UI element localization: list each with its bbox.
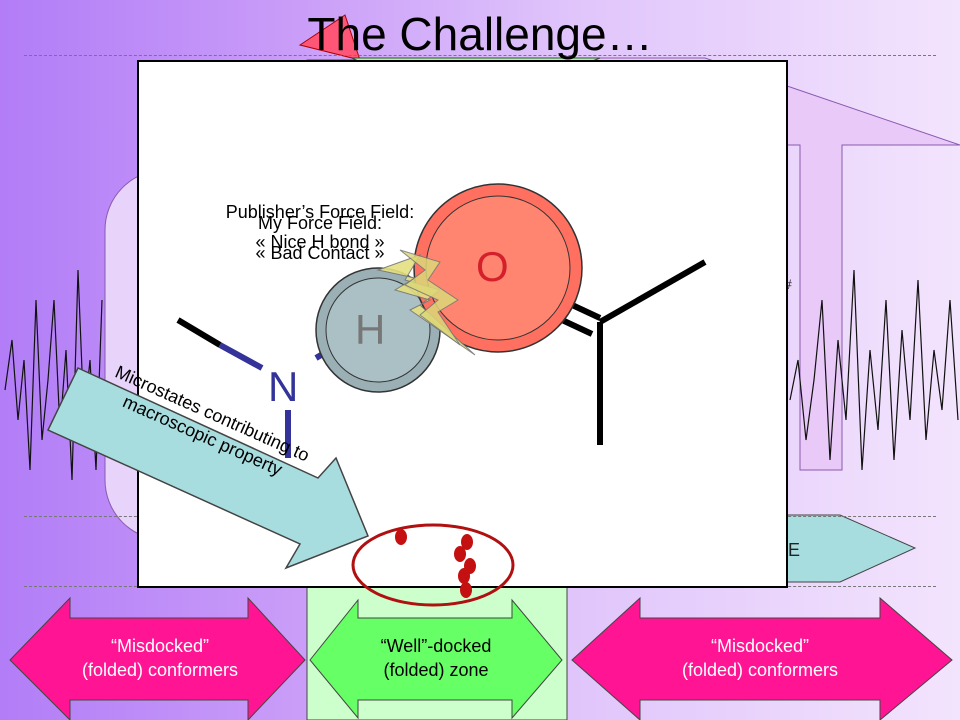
right-zone-line-2: (folded) conformers bbox=[681, 660, 839, 680]
nitrogen-label: N bbox=[268, 363, 299, 410]
left-zone-line-2: (folded) conformers bbox=[81, 660, 239, 680]
center-zone-line-2: (folded) zone bbox=[383, 660, 489, 680]
my-force-field-value: « Bad Contact » bbox=[255, 243, 385, 263]
microstates-callout-arrow bbox=[46, 367, 369, 570]
my-force-field-label: My Force Field: bbox=[257, 213, 383, 233]
center-zone-label: “Well”-docked (folded) zone bbox=[320, 634, 552, 682]
title-deco-red bbox=[298, 14, 361, 61]
publisher-force-field-value: « Nice H bond » bbox=[255, 232, 385, 252]
microstate-dot bbox=[458, 568, 470, 584]
right-misdocked-arrow bbox=[571, 596, 953, 720]
microstate-ellipse bbox=[351, 523, 515, 607]
microstate-dot bbox=[461, 534, 473, 550]
dashed-guide-top bbox=[24, 55, 936, 56]
center-zone-line-1: “Well”-docked bbox=[380, 636, 492, 656]
carbon-right-bond bbox=[598, 259, 707, 325]
microstate-dot bbox=[460, 582, 472, 598]
n-methyl-bond bbox=[218, 342, 264, 371]
lightning-bolt-icon bbox=[376, 254, 476, 356]
microstate-dot bbox=[395, 529, 407, 545]
left-misdocked-arrow bbox=[9, 596, 306, 720]
left-zone-label: “Misdocked” (folded) conformers bbox=[40, 634, 280, 682]
microstate-dot bbox=[454, 546, 466, 562]
left-zone-line-1: “Misdocked” bbox=[110, 636, 210, 656]
center-welldocked-arrow bbox=[309, 598, 563, 720]
page-title: The Challenge… bbox=[307, 8, 653, 60]
partial-energy-glyph: E bbox=[788, 540, 801, 560]
methyl-bond bbox=[176, 317, 222, 348]
oxygen-label: O bbox=[476, 243, 509, 290]
right-zone-label: “Misdocked” (folded) conformers bbox=[640, 634, 880, 682]
right-zone-line-1: “Misdocked” bbox=[710, 636, 810, 656]
publisher-force-field-label: Publisher’s Force Field: bbox=[225, 202, 415, 222]
hydrogen-sphere-inner bbox=[325, 277, 431, 383]
hydrogen-label: H bbox=[355, 306, 386, 353]
right-energy-trace bbox=[789, 269, 959, 471]
lightning-bolt-icon bbox=[399, 249, 461, 346]
